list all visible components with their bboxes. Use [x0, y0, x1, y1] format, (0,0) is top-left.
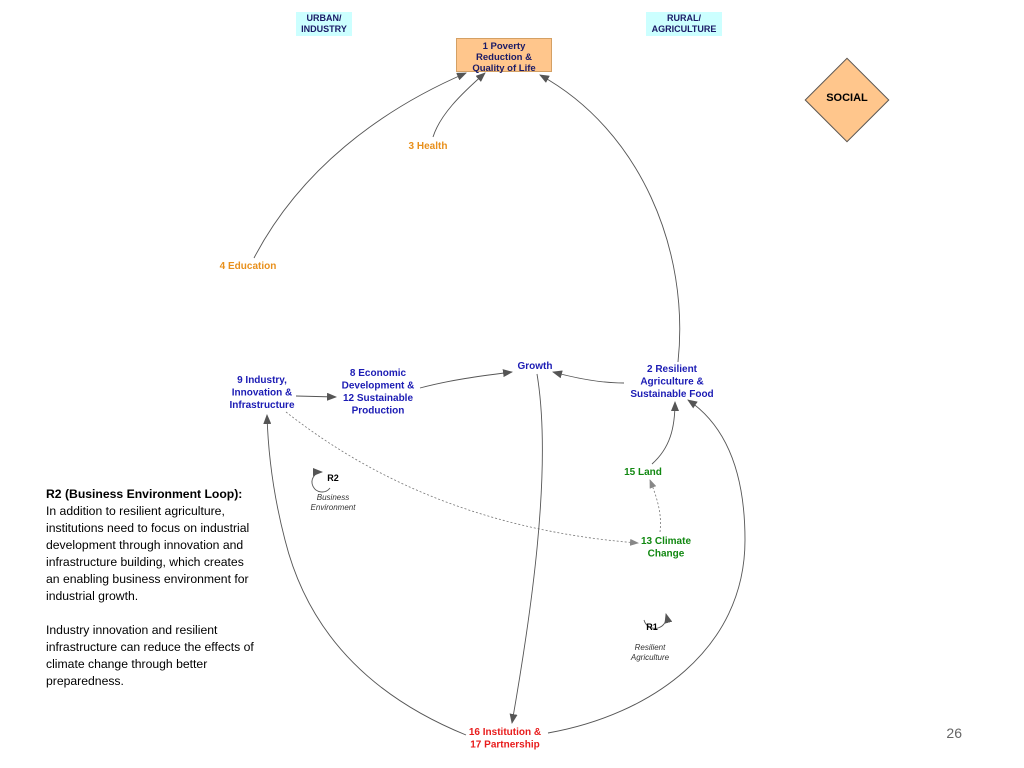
node-education: 4 Education [220, 261, 277, 272]
explanatory-notes: R2 (Business Environment Loop): In addit… [46, 486, 256, 707]
node-health: 3 Health [409, 141, 448, 152]
edge-education-to-poverty [253, 72, 467, 259]
social-label: SOCIAL [826, 92, 868, 104]
rural-line-2: AGRICULTURE [651, 24, 717, 34]
edge-industry-to-climate [285, 411, 639, 546]
node-economic-line-3: 12 Sustainable [343, 393, 413, 404]
poverty-line-3: Quality of Life [472, 63, 536, 74]
edge-land-to-agriculture [651, 401, 679, 465]
node-industry: 9 Industry, Innovation &Infrastructure [229, 375, 294, 411]
node-industry-line-2: Innovation & [232, 388, 293, 399]
urban-line-2: INDUSTRY [301, 24, 347, 34]
node-industry-line-1: 9 Industry, [237, 375, 287, 386]
node-economic-line-2: Development & [342, 381, 415, 392]
node-agriculture-line-3: Sustainable Food [630, 389, 713, 400]
poverty-line-2: Reduction & [476, 52, 532, 63]
node-land: 15 Land [624, 467, 662, 478]
notes-paragraph-1: R2 (Business Environment Loop): In addit… [46, 486, 256, 605]
edge-industry-to-economic [295, 392, 337, 401]
node-education-line-1: 4 Education [220, 261, 277, 272]
edge-agriculture-to-growth [552, 370, 625, 384]
loop-r2-label-line-2: Environment [311, 503, 357, 512]
node-agriculture-line-2: Agriculture & [640, 377, 703, 388]
urban-line-1: URBAN/ [306, 13, 342, 23]
loop-r1-label-line-1: Resilient [635, 643, 666, 652]
loop-r2-arc-icon [311, 468, 331, 493]
loop-r2-label-line-1: Business [317, 493, 349, 502]
loop-r1-arc-icon [643, 613, 673, 629]
node-health-line-1: 3 Health [409, 141, 448, 152]
rural-line-1: RURAL/ [667, 13, 701, 23]
node-institution: 16 Institution & 17 Partnership [469, 727, 541, 751]
node-climate-line-1: 13 Climate [641, 536, 691, 547]
edge-climate-to-land [649, 479, 661, 533]
urban-industry-tag: URBAN/ INDUSTRY [296, 12, 352, 36]
social-marker: SOCIAL [804, 57, 890, 143]
loop-r2-id: R2 [327, 473, 339, 483]
node-economic-line-4: Production [352, 406, 405, 417]
node-institution-line-2: 17 Partnership [470, 740, 539, 751]
node-economic-line-1: 8 Economic [350, 368, 407, 379]
notes-paragraph-1-text: In addition to resilient agriculture, in… [46, 504, 250, 603]
node-growth-line-1: Growth [518, 361, 553, 372]
loop-r1-id: R1 [646, 622, 658, 632]
page-number: 26 [946, 725, 962, 741]
loop-r1-label-line-2: Agriculture [630, 653, 670, 662]
node-industry-line-3: Infrastructure [229, 400, 294, 411]
edge-growth-to-institution [509, 373, 543, 724]
node-climate-line-2: Change [648, 549, 685, 560]
notes-heading: R2 (Business Environment Loop): [46, 487, 243, 501]
edge-economic-to-growth [419, 369, 513, 389]
poverty-line-1: 1 Poverty [482, 41, 526, 52]
edge-health-to-poverty [432, 72, 486, 138]
node-poverty: 1 Poverty Reduction & Quality of Life [456, 38, 552, 74]
edge-agriculture-to-poverty [539, 74, 681, 363]
notes-paragraph-2: Industry innovation and resilient infras… [46, 623, 254, 688]
node-institution-line-1: 16 Institution & [469, 727, 541, 738]
edge-institution-to-agriculture [547, 399, 746, 734]
node-agriculture-line-1: 2 Resilient [647, 364, 698, 375]
node-land-line-1: 15 Land [624, 467, 662, 478]
rural-agriculture-tag: RURAL/ AGRICULTURE [646, 12, 722, 36]
node-growth: Growth [518, 361, 553, 372]
edge-institution-to-industry [263, 414, 467, 736]
